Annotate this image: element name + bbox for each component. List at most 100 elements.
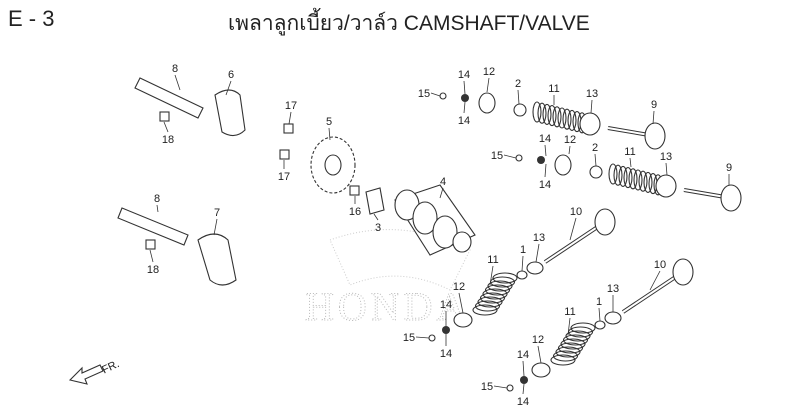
callout-14: 14 <box>458 69 470 95</box>
leader-line <box>174 74 181 91</box>
spring-coil <box>628 168 638 190</box>
part-number-label: 12 <box>532 334 544 346</box>
valve-stem-inner <box>622 271 684 313</box>
spring-coil <box>643 171 653 193</box>
keeper-14 <box>520 376 528 384</box>
callout-2: 2 <box>515 78 521 105</box>
spring-coil <box>562 334 589 346</box>
callout-15: 15 <box>403 332 430 344</box>
leader-line <box>439 187 444 199</box>
page-title: เพลาลูกเบี้ยว/วาล์ว CAMSHAFT/VALVE <box>228 12 590 35</box>
spring-coil <box>477 296 503 308</box>
spring-coil <box>479 292 506 304</box>
part-number-label: 18 <box>147 264 159 276</box>
spring-coil <box>542 103 552 125</box>
part-number-label: 14 <box>440 348 452 360</box>
part-number-label: 1 <box>596 296 602 308</box>
spring-coil <box>474 300 501 312</box>
callout-13: 13 <box>660 151 672 176</box>
leader-line <box>458 292 464 314</box>
keeper-14 <box>442 326 450 334</box>
callout-17: 17 <box>278 160 290 183</box>
leader-line <box>503 154 517 159</box>
callout-14: 14 <box>517 349 529 377</box>
part-number-label: 1 <box>520 244 526 256</box>
callout-13: 13 <box>607 283 619 312</box>
retainer-12 <box>554 154 572 176</box>
part-number-label: 13 <box>660 151 672 163</box>
callout-12: 12 <box>564 134 576 155</box>
leader-line <box>328 127 331 141</box>
callout-9: 9 <box>651 99 657 125</box>
part-number-label: 12 <box>453 281 465 293</box>
callout-5: 5 <box>326 116 332 141</box>
retainer-12 <box>531 362 551 378</box>
part-number-label: 10 <box>654 259 666 271</box>
spring-coil <box>633 169 643 191</box>
part-number-label: 3 <box>375 222 381 234</box>
callout-14: 14 <box>517 383 529 408</box>
leader-line <box>149 249 154 263</box>
spring-coil <box>565 330 591 342</box>
part-number-label: 14 <box>539 179 551 191</box>
spring-coil <box>487 280 513 292</box>
part-number-label: 18 <box>162 134 174 146</box>
part-number-label: 16 <box>349 206 361 218</box>
spring-coil <box>557 107 567 129</box>
valve-stem-inner <box>544 221 606 263</box>
callout-16: 16 <box>349 196 361 218</box>
callout-10: 10 <box>649 259 666 291</box>
callout-14: 14 <box>458 101 470 127</box>
spring-coil <box>552 106 562 128</box>
callout-14: 14 <box>440 334 452 360</box>
spring-coil <box>472 304 498 316</box>
spring-coil <box>562 108 572 130</box>
callout-17: 17 <box>285 100 297 125</box>
leader-line <box>522 383 525 395</box>
part-number-label: 17 <box>278 171 290 183</box>
retainer-13 <box>526 261 544 275</box>
spring-coil <box>532 101 542 123</box>
leader-line <box>567 317 571 336</box>
callout-9: 9 <box>726 162 732 185</box>
callout-14: 14 <box>539 163 551 191</box>
leader-line <box>156 204 159 213</box>
cotter-15 <box>439 92 447 100</box>
direction-label: FR. <box>100 358 121 376</box>
part-number-label: 6 <box>228 69 234 81</box>
rocker-arm-lower <box>197 233 237 286</box>
leader-line <box>463 101 466 114</box>
seal-1 <box>516 270 528 280</box>
callout-7: 7 <box>213 207 220 236</box>
valve-spring <box>532 101 587 134</box>
valve-spring <box>608 163 663 196</box>
callout-15: 15 <box>481 381 508 393</box>
callout-10: 10 <box>569 206 582 241</box>
spring-coil <box>557 342 584 354</box>
part-number-label: 17 <box>285 100 297 112</box>
leader-line <box>463 80 466 95</box>
spring-coil <box>570 322 596 334</box>
cotter-15 <box>428 334 436 342</box>
callout-12: 12 <box>532 334 544 364</box>
part-number-label: 11 <box>564 306 575 318</box>
part-number-label: 13 <box>533 232 545 244</box>
rocker-shaft-lower <box>117 207 189 246</box>
watermark-text: HONDA <box>305 284 469 329</box>
retainer-12 <box>453 312 473 328</box>
part-number-label: 14 <box>440 299 452 311</box>
callout-1: 1 <box>520 244 526 272</box>
keeper-14 <box>537 156 545 164</box>
leader-line <box>373 213 379 221</box>
callout-12: 12 <box>453 281 465 314</box>
bolts <box>145 111 360 250</box>
leader-line <box>652 110 655 125</box>
callout-2: 2 <box>592 142 598 167</box>
leader-line <box>649 270 661 291</box>
valve-head <box>644 122 666 150</box>
part-number-label: 11 <box>548 83 559 95</box>
retainer-13 <box>655 174 677 198</box>
callout-11: 11 <box>548 83 560 105</box>
leader-line <box>544 144 547 157</box>
